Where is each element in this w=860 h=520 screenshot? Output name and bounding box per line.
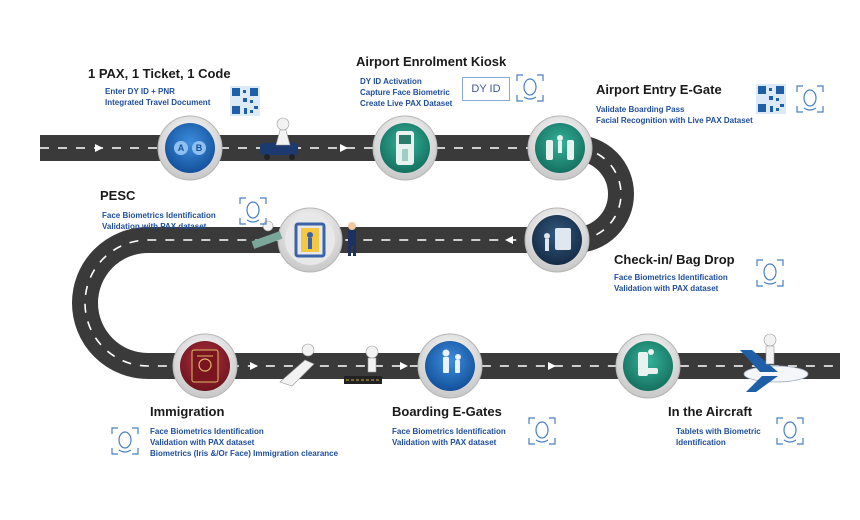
stage-node-checkin <box>524 207 590 273</box>
stage-title-entry: Airport Entry E-Gate <box>596 82 722 97</box>
stage-desc-entry: Validate Boarding Pass Facial Recognitio… <box>596 104 753 126</box>
stage-desc-ticket: Enter DY ID + PNR Integrated Travel Docu… <box>105 86 210 108</box>
stage-title-ticket: 1 PAX, 1 Ticket, 1 Code <box>88 66 231 81</box>
dy-id-badge: DY ID <box>462 77 510 101</box>
face-scan-icon <box>239 197 267 225</box>
security-scanner-icon <box>294 222 326 258</box>
passport-icon <box>191 349 219 383</box>
stage-desc-line: Enter DY ID + PNR <box>105 87 175 96</box>
qr-code-icon <box>230 86 260 116</box>
face-scan-icon <box>516 74 544 102</box>
qr-code-icon <box>756 84 786 114</box>
stage-title-pesc: PESC <box>100 188 136 203</box>
stage-desc-pesc: Face Biometrics Identification Validatio… <box>102 210 216 232</box>
security-officer-figure <box>348 222 356 256</box>
boarding-gate-icon <box>442 349 461 373</box>
face-scan-icon <box>776 417 804 445</box>
stage-desc-line: Face Biometrics Identification <box>392 427 506 436</box>
traveller-cart-figure <box>260 117 298 160</box>
stage-title-aircraft: In the Aircraft <box>668 404 753 419</box>
stage-desc-line: Validate Boarding Pass <box>596 105 685 114</box>
stage-desc-line: Face Biometrics Identification <box>614 273 728 282</box>
stage-node-immigration <box>172 333 238 399</box>
stage-desc-line: Validation with PAX dataset <box>102 222 207 231</box>
stage-node-pesc <box>277 207 343 273</box>
aircraft-seat-icon <box>638 349 658 376</box>
stage-title-boarding: Boarding E-Gates <box>392 404 502 419</box>
stage-desc-line: Biometrics (Iris &/Or Face) Immigration … <box>150 449 339 458</box>
svg-text:A: A <box>178 143 185 153</box>
stage-desc-line: Capture Face Biometric <box>360 88 450 97</box>
stage-desc-line: Face Biometrics Identification <box>150 427 264 436</box>
face-scan-icon <box>111 427 139 455</box>
traveller-reclining-figure <box>279 343 315 387</box>
stage-desc-boarding: Face Biometrics Identification Validatio… <box>392 426 506 448</box>
stage-desc-line: Tablets with Biometric <box>676 427 761 436</box>
stage-node-aircraft <box>615 333 681 399</box>
stage-node-kiosk <box>372 115 438 181</box>
svg-text:B: B <box>196 143 203 153</box>
traveller-walking-figure <box>344 345 382 384</box>
stage-desc-kiosk: DY ID Activation Capture Face Biometric … <box>360 76 452 109</box>
egate-icon <box>546 135 574 160</box>
stage-node-entry <box>527 115 593 181</box>
stage-desc-line: Validation with PAX dataset <box>614 284 719 293</box>
stage-node-ticket: A B <box>157 115 223 181</box>
stage-desc-line: Identification <box>676 438 726 447</box>
stage-desc-line: Validation with PAX dataset <box>392 438 497 447</box>
stage-node-boarding <box>417 333 483 399</box>
stage-desc-line: Create Live PAX Dataset <box>360 99 453 108</box>
stage-title-immigration: Immigration <box>150 404 225 419</box>
stage-desc-line: DY ID Activation <box>360 77 422 86</box>
stage-desc-line: Facial Recognition with Live PAX Dataset <box>596 116 753 125</box>
stage-title-kiosk: Airport Enrolment Kiosk <box>356 54 507 69</box>
stage-title-checkin: Check-in/ Bag Drop <box>614 252 735 267</box>
stage-desc-line: Validation with PAX dataset <box>150 438 255 447</box>
bag-drop-icon <box>544 228 571 251</box>
airplane-figure <box>740 333 809 392</box>
stage-desc-line: Face Biometrics Identification <box>102 211 216 220</box>
stage-desc-checkin: Face Biometrics Identification Validatio… <box>614 272 728 294</box>
stage-desc-aircraft: Tablets with Biometric Identification <box>676 426 761 448</box>
face-scan-icon <box>528 417 556 445</box>
ab-icon: A B <box>174 141 206 155</box>
stage-desc-line: Integrated Travel Document <box>105 98 211 107</box>
face-scan-icon <box>756 259 784 287</box>
stage-desc-immigration: Face Biometrics Identification Validatio… <box>150 426 338 459</box>
kiosk-icon <box>396 131 414 165</box>
face-scan-icon <box>796 85 824 113</box>
